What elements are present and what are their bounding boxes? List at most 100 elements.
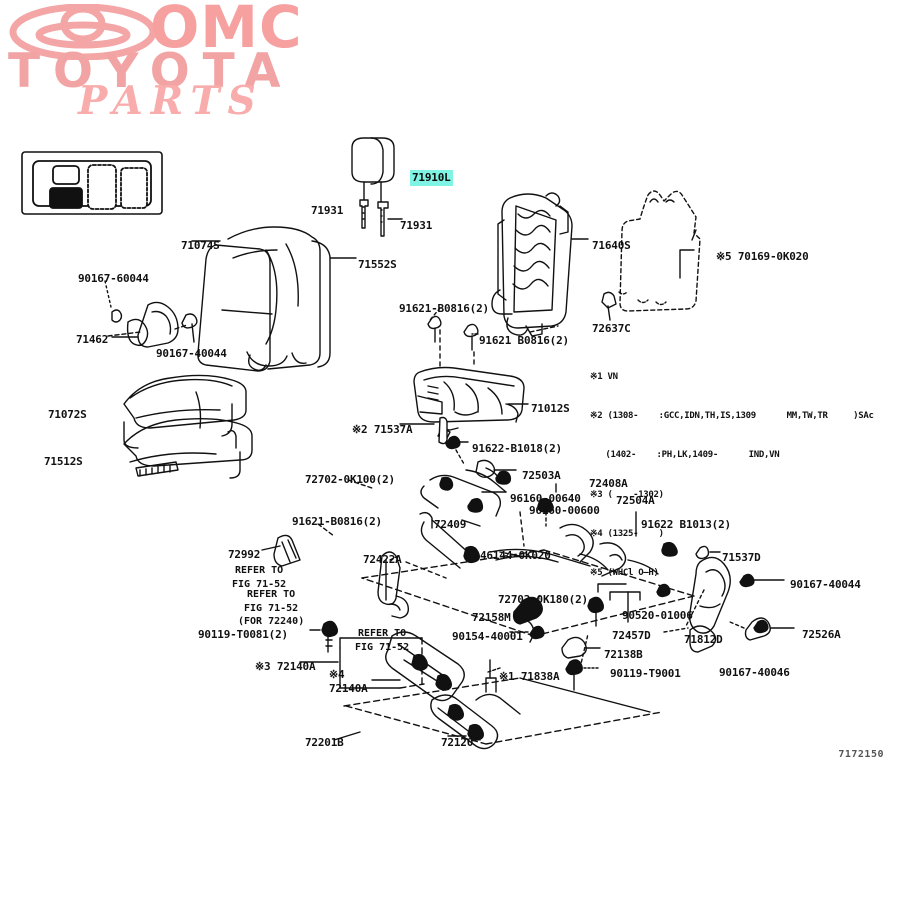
part-number-label[interactable]: 91621-B0816(2): [399, 302, 489, 315]
part-number-label[interactable]: 90167-40046: [719, 666, 790, 679]
bolt-90167-40044-right: [739, 573, 755, 588]
part-number-label[interactable]: 71931: [400, 219, 433, 232]
leader-91621-B0816c: [317, 523, 335, 537]
headrest-part: [351, 137, 395, 237]
leader-72409: [461, 519, 481, 527]
part-number-label[interactable]: 96160-00640: [510, 492, 581, 505]
reference-note[interactable]: REFER TO FIG 71-52 (FOR 72240): [238, 588, 304, 629]
recliner-cover-parts: [111, 301, 198, 348]
part-number-label[interactable]: 71931: [311, 204, 344, 217]
part-number-label[interactable]: ※2 71537A: [352, 423, 413, 436]
part-number-label[interactable]: 72120: [441, 736, 474, 749]
part-number-label[interactable]: 91622-B1018(2): [472, 442, 562, 455]
footnote-line: ※2 (1308- :GCC,IDN,TH,IS,1309 MM,TW,TR )…: [590, 411, 874, 422]
part-number-label[interactable]: 90520-01006: [622, 609, 693, 622]
reference-line: FIG 71-52: [232, 578, 287, 590]
misc-right-parts: [656, 541, 678, 598]
leader-90167-40046: [579, 633, 589, 669]
bolt-90119-T0081: [321, 620, 339, 653]
reference-note[interactable]: REFER TO FIG 71-52: [232, 564, 286, 591]
part-number-label[interactable]: 72457D: [612, 629, 651, 642]
part-number-label[interactable]: 72408A: [589, 477, 628, 490]
part-number-label[interactable]: 71462: [76, 333, 109, 346]
bracket-72457D: [587, 591, 641, 627]
seatback-board-panel: [618, 190, 701, 312]
part-number-label[interactable]: ※4 72140A: [329, 668, 368, 695]
part-number-label[interactable]: 90167-40044: [790, 578, 861, 591]
part-number-label[interactable]: ※5 70169-0K020: [716, 250, 809, 263]
seat-cushion-assembly: [123, 374, 253, 479]
leader-70169: [679, 249, 695, 279]
part-number-label[interactable]: 71812D: [684, 633, 723, 646]
bracket-72637C: [601, 291, 617, 321]
part-number-label[interactable]: 71012S: [531, 402, 570, 415]
seatback-frame: [491, 192, 573, 337]
part-number-label[interactable]: 72409: [434, 518, 467, 531]
part-number-label[interactable]: 71072S: [48, 408, 87, 421]
leader-72702-0K100: [347, 479, 373, 489]
part-number-label[interactable]: 90119-T0081(2): [198, 628, 288, 641]
bolt-91622-B1018: [445, 435, 465, 465]
reference-line: REFER TO: [235, 565, 284, 576]
part-number-label[interactable]: 90167-60044: [78, 272, 149, 285]
part-number-label[interactable]: 72637C: [592, 322, 631, 335]
part-number-label[interactable]: 91621-B0816(2): [292, 515, 382, 528]
bolt-91621-a: [427, 315, 442, 343]
footnote-line: (1402- :PH,LK,1409- IND,VN: [590, 450, 780, 461]
leader-46144: [499, 551, 521, 557]
footnote-line: ※5 (WHCl O—H): [590, 567, 659, 578]
part-number-label[interactable]: 71537D: [722, 551, 761, 564]
cap-72526A: [744, 617, 771, 641]
reference-line: FIG 71-52: [355, 641, 410, 653]
part-number-label[interactable]: ※3 72140A: [255, 660, 316, 673]
footnote-line: ※1 VN: [590, 372, 618, 383]
part-number-label[interactable]: 72702-0K180(2): [498, 593, 588, 606]
part-number-label[interactable]: ※1 71838A: [499, 670, 560, 683]
leader-72201B: [333, 731, 361, 741]
clip-71537D: [695, 545, 710, 560]
part-number-label[interactable]: 72992: [228, 548, 261, 561]
part-number-label[interactable]: 71910L: [410, 170, 453, 186]
reference-line: REFER TO: [358, 628, 407, 639]
part-number-label[interactable]: 72504A: [616, 494, 655, 507]
part-number-label[interactable]: 90167-40044: [156, 347, 227, 360]
seat-position-legend: [21, 151, 163, 215]
part-number-label[interactable]: 72138B: [604, 648, 643, 661]
part-number-label[interactable]: 72526A: [802, 628, 841, 641]
seat-track-linkage: [419, 459, 659, 577]
part-number-label[interactable]: 71074S: [181, 239, 220, 252]
part-number-label[interactable]: 71512S: [44, 455, 83, 468]
bolt-90154-40001: [529, 625, 545, 640]
reference-line: FIG 71-52: [244, 602, 299, 614]
reference-line: REFER TO: [247, 589, 296, 600]
part-number-label[interactable]: 72422A: [363, 553, 402, 566]
recliner-handle-71812D: [688, 556, 731, 653]
clip-72138B: [561, 636, 587, 659]
leader-72992: [261, 545, 281, 551]
part-number-label[interactable]: 91621 B0816(2): [479, 334, 569, 347]
bolt-90167-40044-upper: [753, 619, 769, 634]
part-number-label[interactable]: 72158M: [472, 611, 511, 624]
part-number-label[interactable]: 91622 B1013(2): [641, 518, 731, 531]
lower-track-rails: [385, 631, 521, 750]
reference-note[interactable]: REFER TO FIG 71-52: [355, 627, 409, 654]
part-number-label[interactable]: 71640S: [592, 239, 631, 252]
part-number-label[interactable]: 46144-0K020: [480, 549, 551, 562]
part-number-label[interactable]: 90154-40001: [452, 630, 523, 643]
part-number-label[interactable]: 90119-T9001: [610, 667, 681, 680]
seatback-assembly: [197, 226, 331, 372]
seat-cushion-frame: [413, 366, 525, 441]
reference-line: (FOR 72240): [238, 616, 305, 627]
diagram-id: 7172150: [838, 749, 884, 760]
lever-72422A: [377, 551, 410, 619]
part-number-label[interactable]: 72702-0K100(2): [305, 473, 395, 486]
part-number-label[interactable]: 72503A: [522, 469, 561, 482]
part-number-label[interactable]: 96160-00600: [529, 504, 600, 517]
footnote-block: ※1 VN ※2 (1308- :GCC,IDN,TH,IS,1309 MM,T…: [590, 345, 874, 606]
part-number-label[interactable]: 72201B: [305, 736, 344, 749]
bolt-90119-T9001: [565, 659, 583, 691]
part-number-label[interactable]: 71552S: [358, 258, 397, 271]
footnote-line: ※3 ( -1302): [590, 489, 664, 500]
